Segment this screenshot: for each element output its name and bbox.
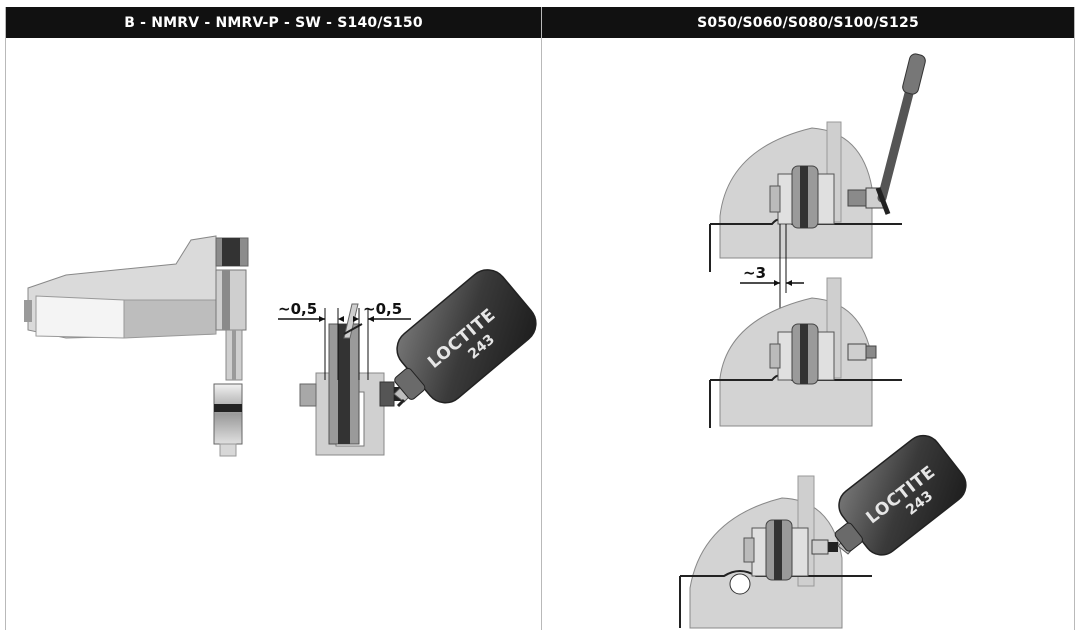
assembly-middle: [709, 277, 902, 428]
figure-table: B - NMRV - NMRV-P - SW - S140/S150 S050/…: [5, 7, 1075, 630]
dimension-label-left: ~0,5: [278, 300, 317, 318]
column-divider: [541, 7, 542, 630]
dimension-marks-left: ~0,5 ~0,5: [278, 300, 411, 380]
panel-left: ~0,5 ~0,5 LOCTITE 243: [6, 38, 541, 630]
loctite-bottle-left: LOCTITE 243: [393, 269, 537, 408]
assembly-bottom: [679, 475, 872, 629]
shaft-drawing: [213, 237, 249, 457]
dimension-label-right: ~0,5: [363, 300, 402, 318]
panel-right: ~3: [542, 38, 1074, 630]
housing-drawing: [24, 235, 217, 339]
clamp-drawing: [299, 303, 403, 456]
assembly-top: [709, 53, 926, 272]
left-illustration: ~0,5 ~0,5 LOCTITE 243: [24, 235, 537, 457]
header-left: B - NMRV - NMRV-P - SW - S140/S150: [6, 7, 541, 38]
loctite-bottle-right: LOCTITE 243: [834, 434, 967, 556]
dimension-label-gap: ~3: [743, 264, 766, 282]
header-right: S050/S060/S080/S100/S125: [542, 7, 1074, 38]
right-illustration: ~3: [679, 53, 967, 629]
